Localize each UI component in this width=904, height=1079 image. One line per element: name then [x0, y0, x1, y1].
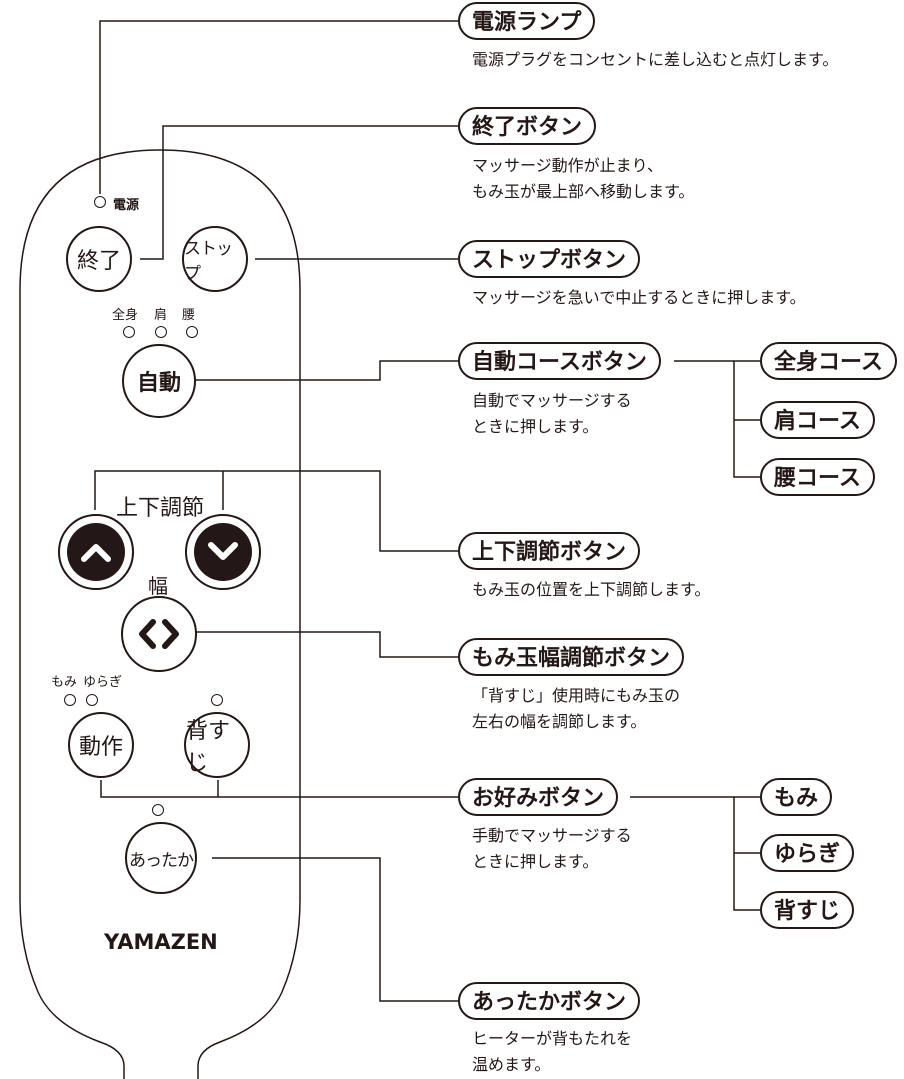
brand-logo: YAMAZEN: [104, 930, 218, 954]
auto-led-whole: [123, 326, 135, 338]
auto-led-shoulder: [155, 326, 167, 338]
end-button[interactable]: 終了: [66, 226, 132, 292]
action-led-label-knead: もみ: [51, 675, 78, 690]
callout-favorite-button-desc-2: ときに押します。: [472, 852, 599, 871]
warm-led: [152, 804, 164, 816]
action-led-label-sway: ゆらぎ: [83, 675, 123, 690]
auto-led-label-shoulder: 肩: [154, 308, 168, 323]
line-warm-button: [212, 857, 458, 1002]
option-back: 背すじ: [760, 891, 855, 929]
callout-width-button-title: もみ玉幅調節ボタン: [458, 638, 685, 676]
line-auto-options: [674, 360, 760, 478]
callout-auto-button-title: 自動コースボタン: [458, 342, 661, 380]
power-led-label: 電源: [113, 198, 140, 213]
line-width-button: [196, 631, 458, 658]
chevron-up-icon: [81, 544, 111, 562]
callout-width-button-desc-1: 「背すじ」使用時にもみ玉の: [472, 686, 681, 705]
auto-button[interactable]: 自動: [122, 344, 196, 418]
chevron-down-icon: [208, 542, 238, 560]
callout-end-button-title: 終了ボタン: [458, 107, 597, 145]
callout-end-button-desc-2: もみ玉が最上部へ移動します。: [472, 182, 695, 201]
power-led: [94, 196, 106, 208]
width-button[interactable]: [121, 596, 197, 672]
callout-warm-button-title: あったかボタン: [458, 982, 641, 1020]
option-whole-body-course: 全身コース: [760, 342, 897, 380]
callout-width-button-desc-2: 左右の幅を調節します。: [472, 712, 647, 731]
back-button[interactable]: 背すじ: [184, 712, 250, 778]
callout-auto-button-desc-2: ときに押します。: [472, 417, 599, 436]
callout-favorite-button-title: お好みボタン: [458, 778, 619, 816]
option-sway: ゆらぎ: [760, 834, 855, 872]
option-shoulder-course: 肩コース: [760, 401, 875, 439]
callout-warm-button-desc-1: ヒーターが背もたれを: [472, 1029, 633, 1048]
auto-led-label-whole: 全身: [112, 308, 139, 323]
line-end-button: [140, 125, 458, 260]
line-favorite-button: [100, 780, 458, 798]
line-favorite-options: [630, 796, 760, 911]
callout-favorite-button-desc-1: 手動でマッサージする: [472, 826, 632, 845]
callout-updown-button-desc: もみ玉の位置を上下調節します。: [472, 580, 711, 599]
back-led: [211, 694, 223, 706]
action-led-sway: [86, 694, 98, 706]
callout-power-lamp-title: 電源ランプ: [458, 2, 596, 40]
chevron-left-right-icon: [139, 619, 179, 649]
option-waist-course: 腰コース: [760, 458, 875, 496]
down-button[interactable]: [185, 514, 261, 590]
stop-button[interactable]: ストップ: [182, 226, 248, 292]
callout-end-button-desc-1: マッサージ動作が止まり、: [472, 156, 664, 175]
remote-outline: [19, 149, 301, 1079]
action-led-knead: [64, 694, 76, 706]
up-button[interactable]: [58, 514, 134, 590]
auto-led-waist: [186, 326, 198, 338]
auto-led-label-waist: 腰: [182, 308, 196, 323]
warm-button[interactable]: あったか: [125, 822, 197, 894]
line-auto-button: [196, 360, 458, 381]
option-knead: もみ: [760, 778, 833, 816]
action-button[interactable]: 動作: [68, 712, 134, 778]
line-updown-button: [94, 470, 458, 552]
callout-updown-button-title: 上下調節ボタン: [458, 532, 641, 570]
callout-stop-button-title: ストップボタン: [458, 240, 641, 278]
callout-stop-button-desc: マッサージを急いで中止するときに押します。: [472, 288, 806, 307]
callout-warm-button-desc-2: 温めます。: [472, 1055, 551, 1074]
callout-power-lamp-desc: 電源プラグをコンセントに差し込むと点灯します。: [472, 50, 839, 69]
line-power-lamp: [99, 20, 458, 194]
updown-label: 上下調節: [116, 496, 205, 521]
width-label: 幅: [148, 574, 168, 598]
callout-auto-button-desc-1: 自動でマッサージする: [472, 391, 632, 410]
